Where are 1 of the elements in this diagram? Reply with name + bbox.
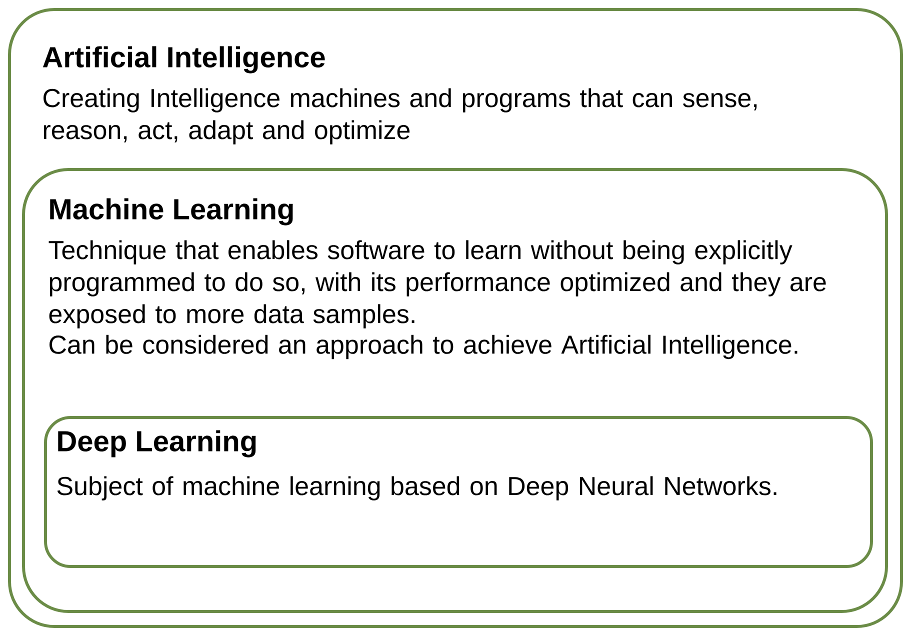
nested-box: Deep Learning Subject of machine learning based on Deep Neural Networks. — [44, 416, 873, 568]
